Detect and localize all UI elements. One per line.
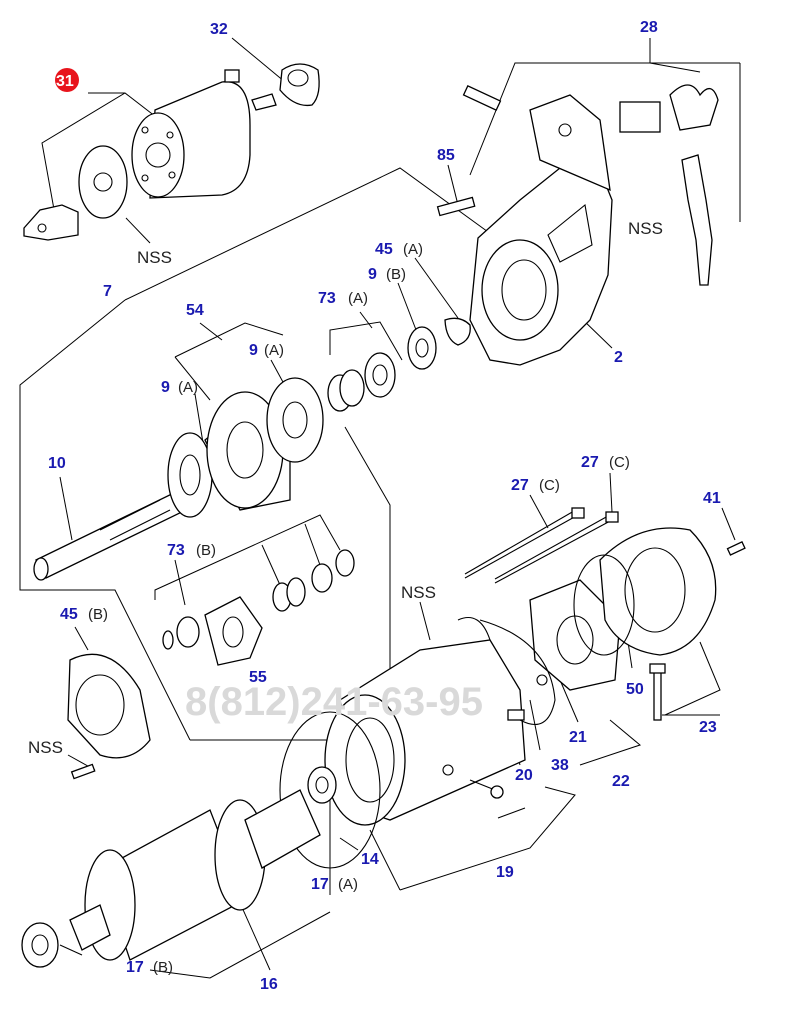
callout-7: 7: [103, 283, 112, 300]
callout-38: 38: [551, 757, 569, 774]
callout-16: 16: [260, 976, 278, 993]
callout-27c-left: 27: [511, 477, 529, 494]
callout-27c-right: 27: [581, 454, 599, 471]
callout-17a: 17: [311, 876, 329, 893]
callout-2: 2: [614, 349, 623, 366]
callout-73b-suffix: (B): [196, 542, 216, 559]
callout-19: 19: [496, 864, 514, 881]
phone-watermark: 8(812)241-63-95: [185, 680, 483, 724]
spring-washer-set-upper: [327, 317, 471, 412]
callouts: 31 32 28 85 7 45 (A) 9 (B) 73 (A) 54 9 (…: [28, 19, 721, 993]
callout-20: 20: [515, 767, 533, 784]
nss-label-bracket: NSS: [28, 738, 63, 757]
leader-lines: [19, 37, 741, 979]
brush-holder-part-22: [529, 579, 621, 691]
callout-9b-suffix: (B): [386, 266, 406, 283]
yoke-field-coil: [324, 616, 526, 826]
callout-85: 85: [437, 147, 455, 164]
callout-9a-suffix: (A): [178, 379, 198, 396]
callout-73a-suffix: (A): [348, 290, 368, 307]
callout-10: 10: [48, 455, 66, 472]
callout-45a: 45: [375, 241, 393, 258]
callout-41: 41: [703, 490, 721, 507]
callout-50: 50: [626, 681, 644, 698]
callout-9a: 9: [161, 379, 170, 396]
callout-55: 55: [249, 669, 267, 686]
callout-9b: 9: [368, 266, 377, 283]
callout-31: 31: [56, 73, 74, 90]
callout-17b: 17: [126, 959, 144, 976]
callout-27c-left-suffix: (C): [539, 477, 560, 494]
callout-27c-right-suffix: (C): [609, 454, 630, 471]
callout-21: 21: [569, 729, 587, 746]
callout-54: 54: [186, 302, 204, 319]
screw-part-19: [469, 779, 504, 799]
callout-17b-suffix: (B): [153, 959, 173, 976]
drive-housing-part-2: [469, 94, 613, 366]
solenoid-part-31: [23, 69, 277, 241]
pinion-shaft-part-10: [33, 377, 324, 581]
callout-45b: 45: [60, 606, 78, 623]
lever-spring-part-28: [436, 84, 719, 286]
spring-washer-set-lower: [162, 549, 355, 666]
callout-14: 14: [361, 851, 379, 868]
o-ring-part-14: [279, 711, 381, 869]
callout-32: 32: [210, 21, 228, 38]
callout-22: 22: [612, 773, 630, 790]
armature-part-16: [21, 766, 337, 968]
nss-label-lever: NSS: [628, 219, 663, 238]
screw-part-41: [726, 541, 746, 556]
callout-9a-top-suffix: (A): [264, 342, 284, 359]
bracket-part-45b: [67, 653, 151, 780]
lead-wire-part-38: [479, 619, 556, 725]
end-cover-part-23: [573, 527, 717, 656]
nss-label-yoke: NSS: [401, 583, 436, 602]
through-bolts-part-27: [464, 507, 619, 584]
callout-45b-suffix: (B): [88, 606, 108, 623]
highlight-marker: [55, 68, 79, 92]
boot-part-32: [279, 63, 320, 107]
callout-17a-suffix: (A): [338, 876, 358, 893]
callout-23: 23: [699, 719, 717, 736]
screw-part-50: [649, 663, 666, 721]
callout-73b: 73: [167, 542, 185, 559]
nss-label-solenoid: NSS: [137, 248, 172, 267]
callout-73a: 73: [318, 290, 336, 307]
callout-9a-top: 9: [249, 342, 258, 359]
callout-45a-suffix: (A): [403, 241, 423, 258]
callout-28: 28: [640, 19, 658, 36]
